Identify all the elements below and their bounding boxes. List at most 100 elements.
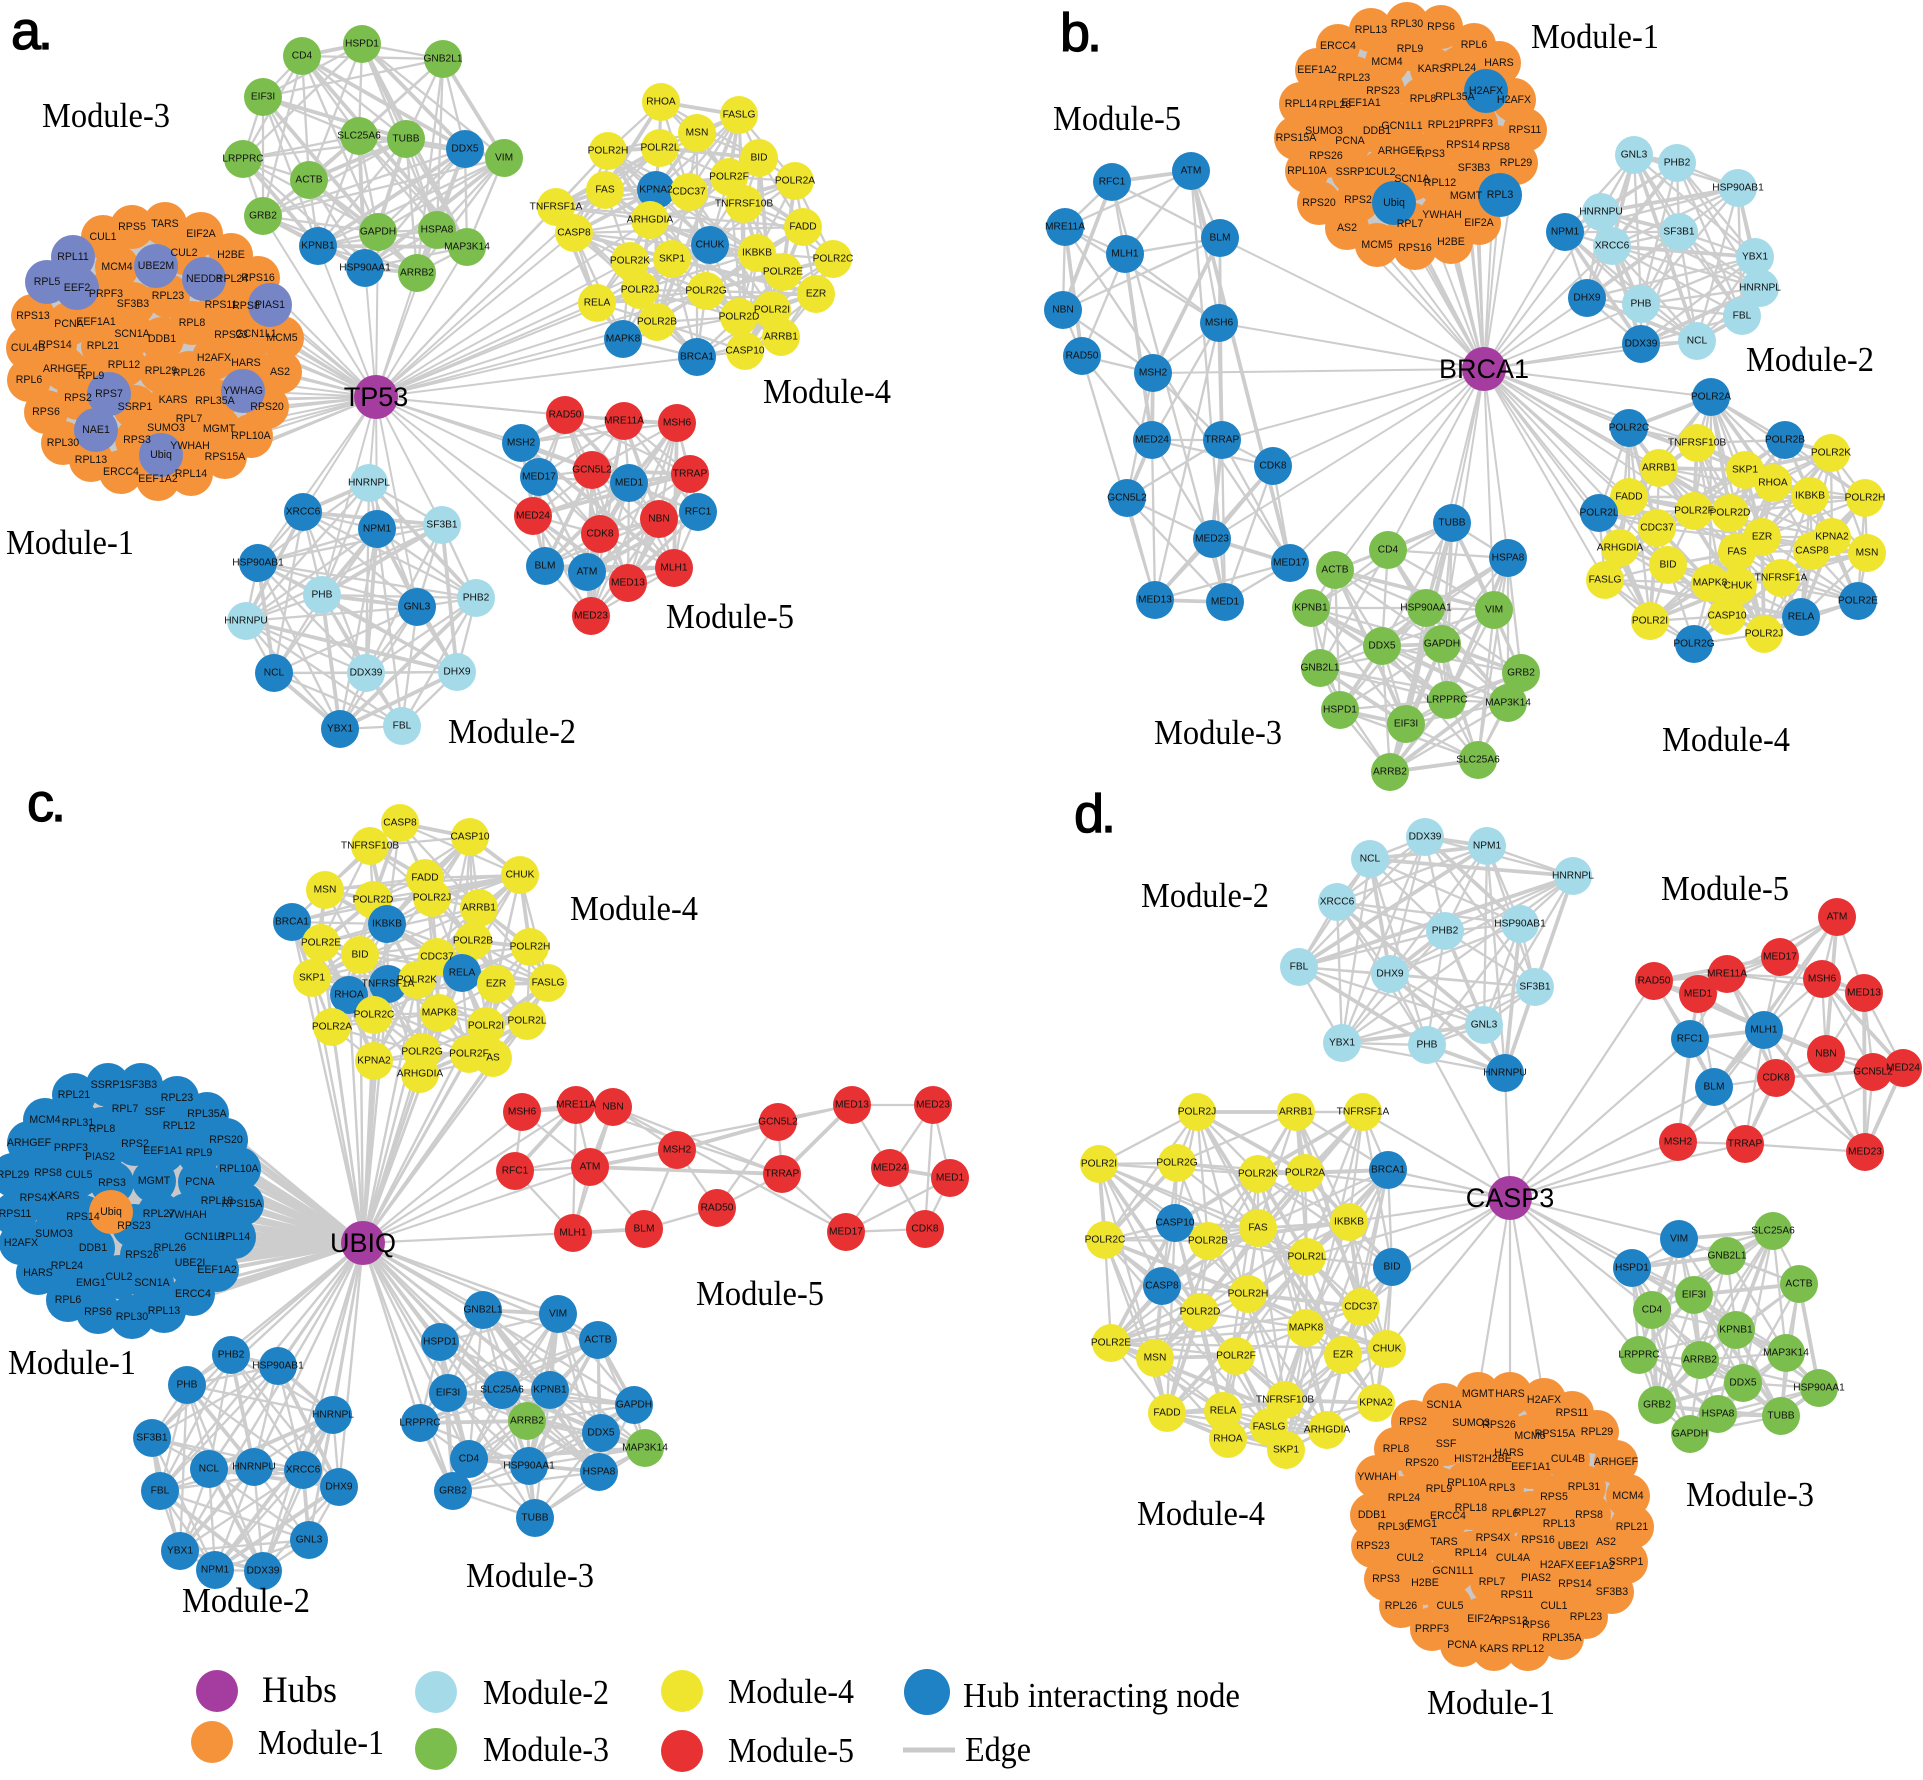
svg-text:PRPF3: PRPF3 bbox=[1459, 118, 1493, 130]
svg-text:SSF: SSF bbox=[145, 1106, 166, 1118]
svg-text:HARS: HARS bbox=[1494, 1447, 1523, 1459]
svg-text:IKBKB: IKBKB bbox=[1795, 491, 1825, 502]
svg-text:Module-4: Module-4 bbox=[1662, 720, 1790, 759]
svg-text:Ubiq: Ubiq bbox=[100, 1206, 122, 1218]
svg-text:RPL29: RPL29 bbox=[1581, 1426, 1613, 1438]
svg-text:POLR2H: POLR2H bbox=[1228, 1289, 1269, 1300]
svg-text:NCL: NCL bbox=[264, 668, 285, 679]
svg-text:RHOA: RHOA bbox=[1758, 478, 1788, 489]
svg-text:RPL10A: RPL10A bbox=[231, 430, 271, 442]
svg-text:POLR2L: POLR2L bbox=[1287, 1252, 1326, 1263]
svg-text:YBX1: YBX1 bbox=[167, 1546, 193, 1557]
svg-text:PHB: PHB bbox=[1417, 1040, 1438, 1051]
svg-text:GCN5L2: GCN5L2 bbox=[572, 465, 612, 476]
svg-text:HSP90AA1: HSP90AA1 bbox=[1400, 603, 1452, 614]
svg-text:RFC1: RFC1 bbox=[1099, 177, 1126, 188]
svg-text:SLC25A6: SLC25A6 bbox=[1456, 755, 1500, 766]
svg-text:EEF1A2: EEF1A2 bbox=[197, 1264, 237, 1276]
svg-text:FAS: FAS bbox=[1248, 1223, 1267, 1234]
svg-text:HSP90AA1: HSP90AA1 bbox=[339, 263, 391, 274]
svg-text:DDX5: DDX5 bbox=[451, 144, 479, 155]
svg-text:EEF1A2: EEF1A2 bbox=[138, 473, 178, 485]
svg-text:POLR2H: POLR2H bbox=[510, 942, 551, 953]
svg-text:HARS: HARS bbox=[231, 357, 260, 369]
svg-text:EIF2A: EIF2A bbox=[1467, 1613, 1497, 1625]
svg-text:POLR2G: POLR2G bbox=[1156, 1158, 1197, 1169]
svg-text:SKP1: SKP1 bbox=[1732, 465, 1758, 476]
svg-text:RPL9: RPL9 bbox=[78, 370, 105, 382]
svg-text:IKBKB: IKBKB bbox=[1334, 1217, 1364, 1228]
svg-text:MGMT: MGMT bbox=[1450, 190, 1483, 202]
svg-text:RPL12: RPL12 bbox=[1512, 1643, 1544, 1655]
svg-text:SUMO3: SUMO3 bbox=[147, 422, 185, 434]
svg-text:ACTB: ACTB bbox=[1321, 565, 1348, 576]
svg-text:RPL9: RPL9 bbox=[1426, 1483, 1453, 1495]
svg-text:RPL26: RPL26 bbox=[154, 1242, 186, 1254]
svg-text:MED1: MED1 bbox=[936, 1173, 965, 1184]
svg-text:RPS2: RPS2 bbox=[1399, 1416, 1427, 1428]
svg-text:RPS20: RPS20 bbox=[1405, 1457, 1439, 1469]
svg-text:ERCC4: ERCC4 bbox=[175, 1288, 211, 1300]
svg-text:Module-2: Module-2 bbox=[448, 712, 576, 751]
svg-text:CASP8: CASP8 bbox=[1145, 1281, 1179, 1292]
svg-text:SCN1A: SCN1A bbox=[134, 1277, 170, 1289]
svg-text:BID: BID bbox=[1384, 1262, 1401, 1273]
svg-text:RPS16: RPS16 bbox=[1398, 242, 1432, 254]
svg-text:Module-1: Module-1 bbox=[8, 1343, 136, 1382]
svg-text:POLR2G: POLR2G bbox=[685, 286, 726, 297]
svg-text:RPS8: RPS8 bbox=[34, 1167, 62, 1179]
svg-text:Module-3: Module-3 bbox=[466, 1556, 594, 1595]
svg-text:ARHGDIA: ARHGDIA bbox=[397, 1069, 444, 1080]
svg-text:CDK8: CDK8 bbox=[1762, 1073, 1790, 1084]
svg-text:GCN1L1: GCN1L1 bbox=[184, 1231, 225, 1243]
svg-text:Ubiq: Ubiq bbox=[150, 449, 172, 461]
svg-text:POLR2C: POLR2C bbox=[813, 254, 854, 265]
svg-text:HSPD1: HSPD1 bbox=[1615, 1263, 1649, 1274]
svg-text:RPL8: RPL8 bbox=[1383, 1443, 1410, 1455]
svg-text:SLC25A6: SLC25A6 bbox=[337, 131, 381, 142]
svg-text:SUMO3: SUMO3 bbox=[1305, 125, 1343, 137]
svg-text:SLC25A6: SLC25A6 bbox=[1751, 1226, 1795, 1237]
svg-text:CASP10: CASP10 bbox=[1707, 611, 1746, 622]
svg-text:KARS: KARS bbox=[51, 1190, 80, 1202]
svg-text:ARHGEF: ARHGEF bbox=[1594, 1456, 1639, 1468]
svg-text:RPL6: RPL6 bbox=[16, 374, 43, 386]
svg-text:MED17: MED17 bbox=[829, 1227, 863, 1238]
svg-text:CUL1: CUL1 bbox=[1540, 1600, 1567, 1612]
svg-text:SKP1: SKP1 bbox=[659, 254, 685, 265]
svg-text:RPS20: RPS20 bbox=[209, 1134, 243, 1146]
svg-text:CASP10: CASP10 bbox=[450, 832, 489, 843]
svg-text:Module-2: Module-2 bbox=[483, 1673, 609, 1712]
svg-text:CD4: CD4 bbox=[459, 1454, 480, 1465]
svg-text:RPS26: RPS26 bbox=[125, 1249, 159, 1261]
svg-text:HNRNPL: HNRNPL bbox=[1739, 283, 1781, 294]
svg-text:CUL2: CUL2 bbox=[170, 247, 197, 259]
svg-text:RPL6: RPL6 bbox=[1461, 39, 1488, 51]
svg-text:POLR2D: POLR2D bbox=[353, 895, 394, 906]
svg-text:POLR2B: POLR2B bbox=[1765, 435, 1805, 446]
svg-text:RELA: RELA bbox=[1788, 612, 1815, 623]
svg-text:LRPPRC: LRPPRC bbox=[222, 154, 263, 165]
svg-text:PHB2: PHB2 bbox=[1432, 926, 1459, 937]
svg-text:XRCC6: XRCC6 bbox=[286, 507, 321, 518]
svg-text:Hub interacting node: Hub interacting node bbox=[963, 1676, 1240, 1715]
svg-text:FADD: FADD bbox=[1153, 1408, 1180, 1419]
svg-text:RPL7: RPL7 bbox=[176, 413, 203, 425]
svg-text:HARS: HARS bbox=[23, 1267, 52, 1279]
svg-text:LRPPRC: LRPPRC bbox=[1618, 1350, 1659, 1361]
svg-text:RPS8: RPS8 bbox=[1575, 1509, 1603, 1521]
svg-text:CDK8: CDK8 bbox=[911, 1224, 939, 1235]
svg-text:RPL23: RPL23 bbox=[1338, 72, 1370, 84]
svg-text:MED23: MED23 bbox=[916, 1100, 950, 1111]
svg-text:CUL1: CUL1 bbox=[89, 231, 116, 243]
svg-text:POLR2D: POLR2D bbox=[1710, 508, 1751, 519]
svg-text:HNRNPU: HNRNPU bbox=[1579, 207, 1623, 218]
svg-text:HIST2H2BE: HIST2H2BE bbox=[1454, 1453, 1512, 1465]
svg-text:DDB1: DDB1 bbox=[1358, 1509, 1386, 1521]
svg-text:Module-3: Module-3 bbox=[483, 1730, 609, 1769]
svg-text:POLR2K: POLR2K bbox=[1811, 448, 1851, 459]
svg-text:CDK8: CDK8 bbox=[586, 529, 614, 540]
svg-text:YBX1: YBX1 bbox=[1329, 1038, 1355, 1049]
svg-text:RPL29: RPL29 bbox=[1500, 157, 1532, 169]
svg-text:CASP8: CASP8 bbox=[1795, 546, 1829, 557]
